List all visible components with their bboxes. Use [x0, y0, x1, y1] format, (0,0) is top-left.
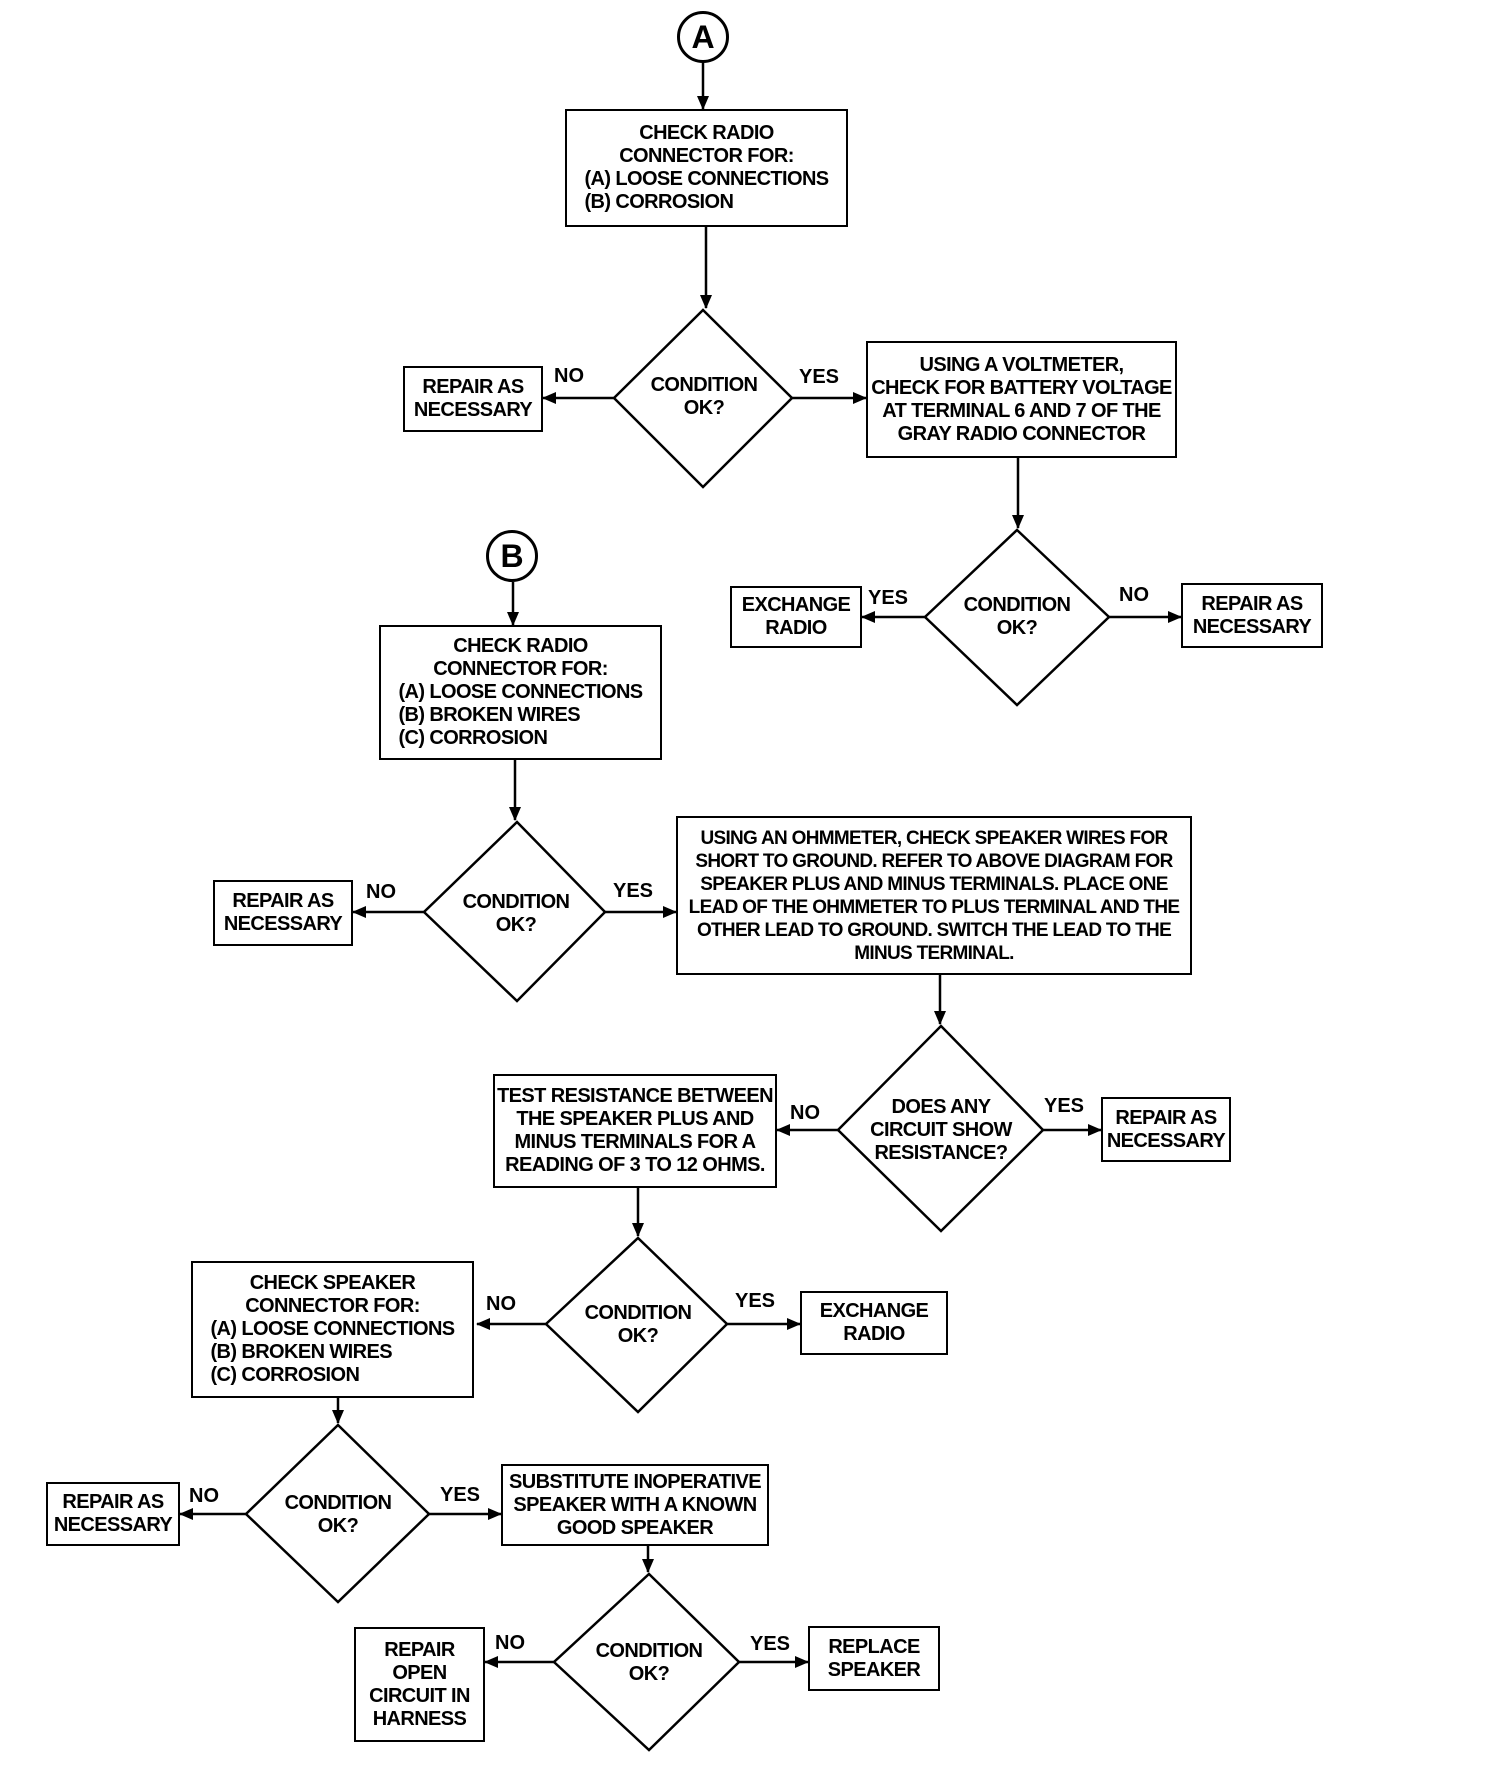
decision-diamond-b4: [552, 1572, 741, 1752]
yes-label-resistance: YES: [1044, 1095, 1085, 1117]
replace-speaker-box: REPLACE SPEAKER: [808, 1626, 940, 1691]
check-radio-connector-box-a: CHECK RADIO CONNECTOR FOR: (A) LOOSE CON…: [565, 109, 848, 227]
substitute-speaker-box: SUBSTITUTE INOPERATIVE SPEAKER WITH A KN…: [501, 1464, 769, 1546]
connector-a-circle: A: [677, 11, 729, 63]
decision-diamond-a1: [612, 308, 794, 489]
decision-diamond-b3: [244, 1423, 431, 1604]
no-label-b2: NO: [486, 1293, 516, 1315]
no-label-resistance: NO: [790, 1102, 820, 1124]
test-resistance-box: TEST RESISTANCE BETWEEN THE SPEAKER PLUS…: [493, 1074, 777, 1188]
voltmeter-check-box: USING A VOLTMETER, CHECK FOR BATTERY VOL…: [866, 341, 1177, 458]
decision-b2-text: CONDITION OK?: [584, 1302, 692, 1347]
yes-label-b2: YES: [735, 1290, 776, 1312]
no-label-b3: NO: [189, 1485, 219, 1507]
decision-b4-text: CONDITION OK?: [595, 1640, 703, 1685]
decision-resistance-text: DOES ANY CIRCUIT SHOW RESISTANCE?: [870, 1096, 1012, 1164]
repair-as-necessary-box-b2: REPAIR AS NECESSARY: [1101, 1097, 1231, 1162]
decision-diamond-b1: [422, 820, 607, 1003]
repair-as-necessary-box-a1: REPAIR AS NECESSARY: [403, 366, 543, 432]
decision-diamond-a2: [923, 528, 1111, 707]
repair-open-circuit-box: REPAIR OPEN CIRCUIT IN HARNESS: [354, 1627, 485, 1742]
decision-a1-text: CONDITION OK?: [650, 374, 758, 419]
yes-label-a1: YES: [799, 366, 840, 388]
repair-as-necessary-box-b1: REPAIR AS NECESSARY: [213, 880, 353, 946]
repair-as-necessary-box-b3: REPAIR AS NECESSARY: [46, 1482, 180, 1546]
repair-as-necessary-box-a2: REPAIR AS NECESSARY: [1181, 583, 1323, 648]
decision-b3-text: CONDITION OK?: [284, 1492, 392, 1537]
connector-b-circle: B: [486, 530, 538, 582]
decision-b1-text: CONDITION OK?: [462, 891, 570, 936]
ohmmeter-check-box: USING AN OHMMETER, CHECK SPEAKER WIRES F…: [676, 816, 1192, 975]
yes-label-a2: YES: [868, 587, 909, 609]
yes-label-b3: YES: [440, 1484, 481, 1506]
no-label-b1: NO: [366, 881, 396, 903]
no-label-a2: NO: [1119, 584, 1149, 606]
check-speaker-connector-box: CHECK SPEAKER CONNECTOR FOR: (A) LOOSE C…: [191, 1261, 474, 1398]
yes-label-b1: YES: [613, 880, 654, 902]
decision-diamond-resistance: [836, 1024, 1045, 1233]
no-label-b4: NO: [495, 1632, 525, 1654]
no-label-a1: NO: [554, 365, 584, 387]
decision-a2-text: CONDITION OK?: [963, 594, 1071, 639]
check-radio-connector-box-b: CHECK RADIO CONNECTOR FOR: (A) LOOSE CON…: [379, 625, 662, 760]
decision-diamond-b2: [544, 1236, 729, 1414]
exchange-radio-box-a: EXCHANGE RADIO: [730, 586, 862, 648]
exchange-radio-box-b: EXCHANGE RADIO: [800, 1291, 948, 1355]
yes-label-b4: YES: [750, 1633, 791, 1655]
